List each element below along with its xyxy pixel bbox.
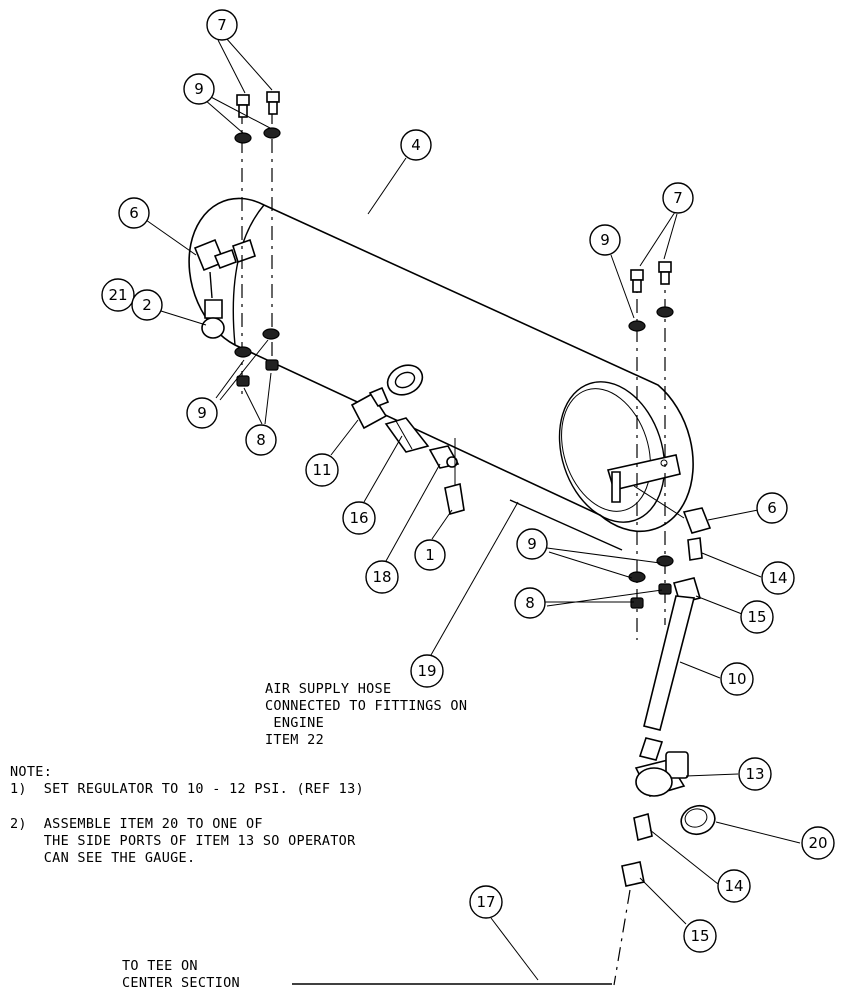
- callout-16: 16: [342, 501, 376, 535]
- callout-number: 17: [476, 893, 495, 911]
- callout-number: 11: [312, 461, 331, 479]
- hose-note-line: ITEM 22: [265, 732, 324, 748]
- callout-number: 9: [197, 404, 207, 422]
- callout-number: 4: [411, 136, 421, 154]
- callout-1: 1: [414, 539, 446, 571]
- hose-note-line: ENGINE: [265, 715, 324, 731]
- callout-9-right-bottom: 9: [516, 528, 548, 560]
- callout-number: 8: [256, 431, 266, 449]
- callout-14-upper: 14: [761, 561, 795, 595]
- callout-number: 14: [768, 569, 787, 587]
- callout-number: 2: [142, 296, 152, 314]
- note-line: 2) ASSEMBLE ITEM 20 TO ONE OF: [10, 816, 263, 832]
- callout-number: 6: [767, 499, 777, 517]
- callout-11: 11: [305, 453, 339, 487]
- callout-6-right: 6: [756, 492, 788, 524]
- callout-number: 16: [349, 509, 368, 527]
- callout-9-left-bottom: 9: [186, 397, 218, 429]
- hose-note-line: AIR SUPPLY HOSE: [265, 681, 391, 697]
- note-line: THE SIDE PORTS OF ITEM 13 SO OPERATOR: [10, 833, 356, 849]
- callout-2: 2: [131, 289, 163, 321]
- callout-number: 9: [527, 535, 537, 553]
- callout-number: 9: [600, 231, 610, 249]
- callout-9-top-left: 9: [183, 73, 215, 105]
- right-hardware: [628, 261, 674, 640]
- hose-note-line: CONNECTED TO FITTINGS ON: [265, 698, 467, 714]
- left-hardware: [234, 91, 281, 395]
- callout-17: 17: [469, 885, 503, 919]
- leader-lines: [145, 37, 801, 985]
- callout-number: 7: [217, 16, 227, 34]
- callout-number: 7: [673, 189, 683, 207]
- hose-note: AIR SUPPLY HOSE CONNECTED TO FITTINGS ON…: [265, 681, 467, 748]
- callout-7-top-left: 7: [206, 9, 238, 41]
- callout-number: 6: [129, 204, 139, 222]
- callout-13: 13: [738, 757, 772, 791]
- mounting-bracket-right: [606, 454, 681, 503]
- callout-9-right-top: 9: [589, 224, 621, 256]
- callout-number: 10: [727, 670, 746, 688]
- callout-number: 15: [747, 608, 766, 626]
- callout-number: 9: [194, 80, 204, 98]
- tee-note-line: CENTER SECTION: [122, 975, 240, 991]
- assembly-notes: NOTE: 1) SET REGULATOR TO 10 - 12 PSI. (…: [10, 764, 364, 866]
- callout-number: 13: [745, 765, 764, 783]
- callout-20: 20: [801, 826, 835, 860]
- tank-fittings: [350, 386, 465, 516]
- left-fittings: [193, 238, 238, 339]
- callout-number: 8: [525, 594, 535, 612]
- callout-6-left: 6: [118, 197, 150, 229]
- callout-number: 19: [417, 662, 436, 680]
- callout-18: 18: [365, 560, 399, 594]
- note-line: CAN SEE THE GAUGE.: [10, 850, 195, 866]
- air-supply-hose-line: [509, 499, 623, 551]
- callout-7-right: 7: [662, 182, 694, 214]
- mounting-bracket-left: [232, 238, 256, 264]
- callout-10: 10: [720, 662, 754, 696]
- callout-8-right: 8: [514, 587, 546, 619]
- hose-assembly: [613, 595, 716, 986]
- callout-number: 18: [372, 568, 391, 586]
- tee-note: TO TEE ON CENTER SECTION: [122, 958, 240, 991]
- callout-number: 1: [425, 546, 435, 564]
- callout-19: 19: [410, 654, 444, 688]
- tank-port-boss: [386, 364, 424, 396]
- callout-21: 21: [101, 278, 135, 312]
- callout-number: 14: [724, 877, 743, 895]
- note-heading: NOTE:: [10, 764, 52, 780]
- callout-14-lower: 14: [717, 869, 751, 903]
- callout-15-lower: 15: [683, 919, 717, 953]
- callout-number: 15: [690, 927, 709, 945]
- callout-number: 21: [108, 286, 127, 304]
- callout-15-upper: 15: [740, 600, 774, 634]
- note-line: 1) SET REGULATOR TO 10 - 12 PSI. (REF 13…: [10, 781, 364, 797]
- tee-note-line: TO TEE ON: [122, 958, 198, 974]
- callout-number: 20: [808, 834, 827, 852]
- callout-4: 4: [400, 129, 432, 161]
- callout-8-left: 8: [245, 424, 277, 456]
